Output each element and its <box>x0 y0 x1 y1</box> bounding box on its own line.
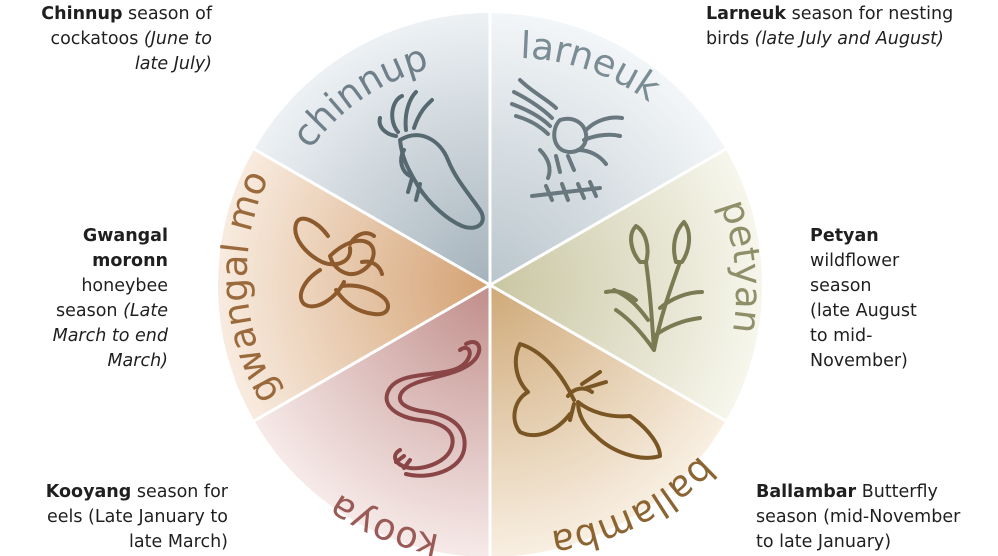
caption-chinnup-italic1: (June to <box>144 29 212 49</box>
caption-chinnup-name: Chinnup <box>41 4 122 24</box>
caption-petyan-line2: season <box>810 276 872 296</box>
caption-chinnup-italic2: late July) <box>135 54 212 74</box>
caption-larneuk: Larneuk season for nesting birds (late J… <box>706 2 996 52</box>
caption-chinnup-text2: cockatoos <box>50 29 143 49</box>
caption-ballambar-text1: Butterfly <box>856 482 938 502</box>
caption-larneuk-name: Larneuk <box>706 4 786 24</box>
caption-ballambar: Ballambar Butterfly season (mid-November… <box>756 480 996 555</box>
caption-petyan-line5: November) <box>810 351 908 371</box>
caption-chinnup-text1: season of <box>122 4 212 24</box>
caption-petyan-line3: (late August <box>810 301 917 321</box>
caption-petyan-line4: to mid- <box>810 326 872 346</box>
caption-gwangal-name2: moronn <box>92 251 168 271</box>
caption-gwangal: Gwangal moronn honeybee season (Late Mar… <box>0 224 168 374</box>
caption-chinnup: Chinnup season of cockatoos (June to lat… <box>0 2 212 77</box>
caption-kooyang-text3: late March) <box>129 532 228 552</box>
caption-gwangal-italic2: March to end <box>53 326 168 346</box>
caption-gwangal-name1: Gwangal <box>83 226 168 246</box>
caption-petyan-line1: wildflower <box>810 251 899 271</box>
caption-larneuk-text1: season for nesting <box>786 4 953 24</box>
caption-kooyang: Kooyang season for eels (Late January to… <box>0 480 228 555</box>
caption-petyan-name: Petyan <box>810 226 879 246</box>
caption-gwangal-text2: season <box>56 301 123 321</box>
caption-larneuk-italic: (late July and August) <box>755 29 944 49</box>
caption-ballambar-name: Ballambar <box>756 482 856 502</box>
caption-gwangal-text1: honeybee <box>81 276 168 296</box>
caption-petyan: Petyan wildflower season (late August to… <box>810 224 970 374</box>
caption-gwangal-italic3: March) <box>107 351 168 371</box>
caption-larneuk-text2: birds <box>706 29 755 49</box>
caption-ballambar-text2: season (mid-November <box>756 507 960 527</box>
caption-ballambar-text3: to late January) <box>756 532 891 552</box>
caption-kooyang-text1: season for <box>131 482 228 502</box>
caption-kooyang-text2: eels (Late January to <box>47 507 228 527</box>
caption-kooyang-name: Kooyang <box>46 482 132 502</box>
caption-gwangal-italic1: (Late <box>123 301 168 321</box>
